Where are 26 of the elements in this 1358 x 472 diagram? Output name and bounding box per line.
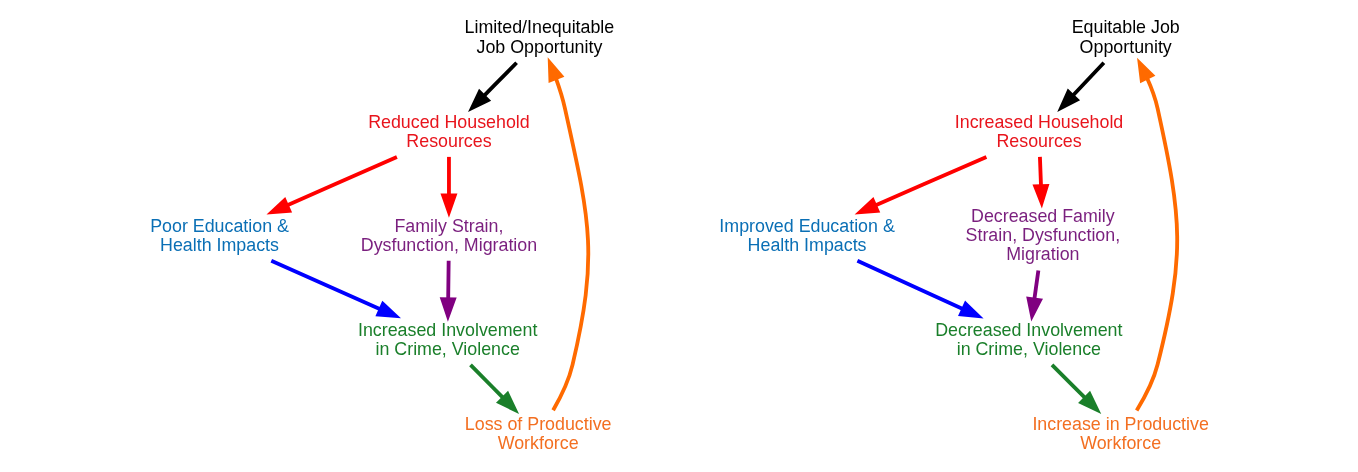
- node-text: Reduced Household Resources: [368, 111, 530, 151]
- node-text: Loss of Productive Workforce: [464, 413, 612, 453]
- node-text: Limited/Inequitable Job Opportunity: [464, 16, 615, 57]
- node-text: Decreased Involvement in Crime, Violence: [935, 319, 1123, 359]
- node-text: Increased Household Resources: [954, 111, 1124, 151]
- arrow: [468, 60, 518, 112]
- arrow: [547, 56, 591, 411]
- arrow: [1135, 57, 1180, 411]
- arrow: [1057, 60, 1106, 112]
- node-text: Increase in Productive Workforce: [1032, 413, 1209, 453]
- node-text: Increased Involvement in Crime, Violence: [357, 319, 538, 359]
- arrow: [439, 260, 457, 322]
- arrow: [440, 156, 458, 218]
- node-text: Family Strain, Dysfunction, Migration: [360, 215, 538, 255]
- arrow: [854, 154, 988, 214]
- node-text: Improved Education & Health Impacts: [719, 215, 895, 255]
- arrow: [856, 258, 984, 318]
- arrow: [270, 258, 401, 318]
- arrow: [1032, 156, 1050, 208]
- arrow: [1026, 269, 1043, 322]
- node-text: Decreased Family Strain, Dysfunction, Migration: [965, 205, 1121, 264]
- node-text: Poor Education & Health Impacts: [150, 215, 289, 255]
- arrow: [469, 362, 520, 414]
- node-text: Equitable Job Opportunity: [1071, 16, 1180, 57]
- arrow: [1050, 362, 1102, 414]
- arrow: [266, 154, 398, 214]
